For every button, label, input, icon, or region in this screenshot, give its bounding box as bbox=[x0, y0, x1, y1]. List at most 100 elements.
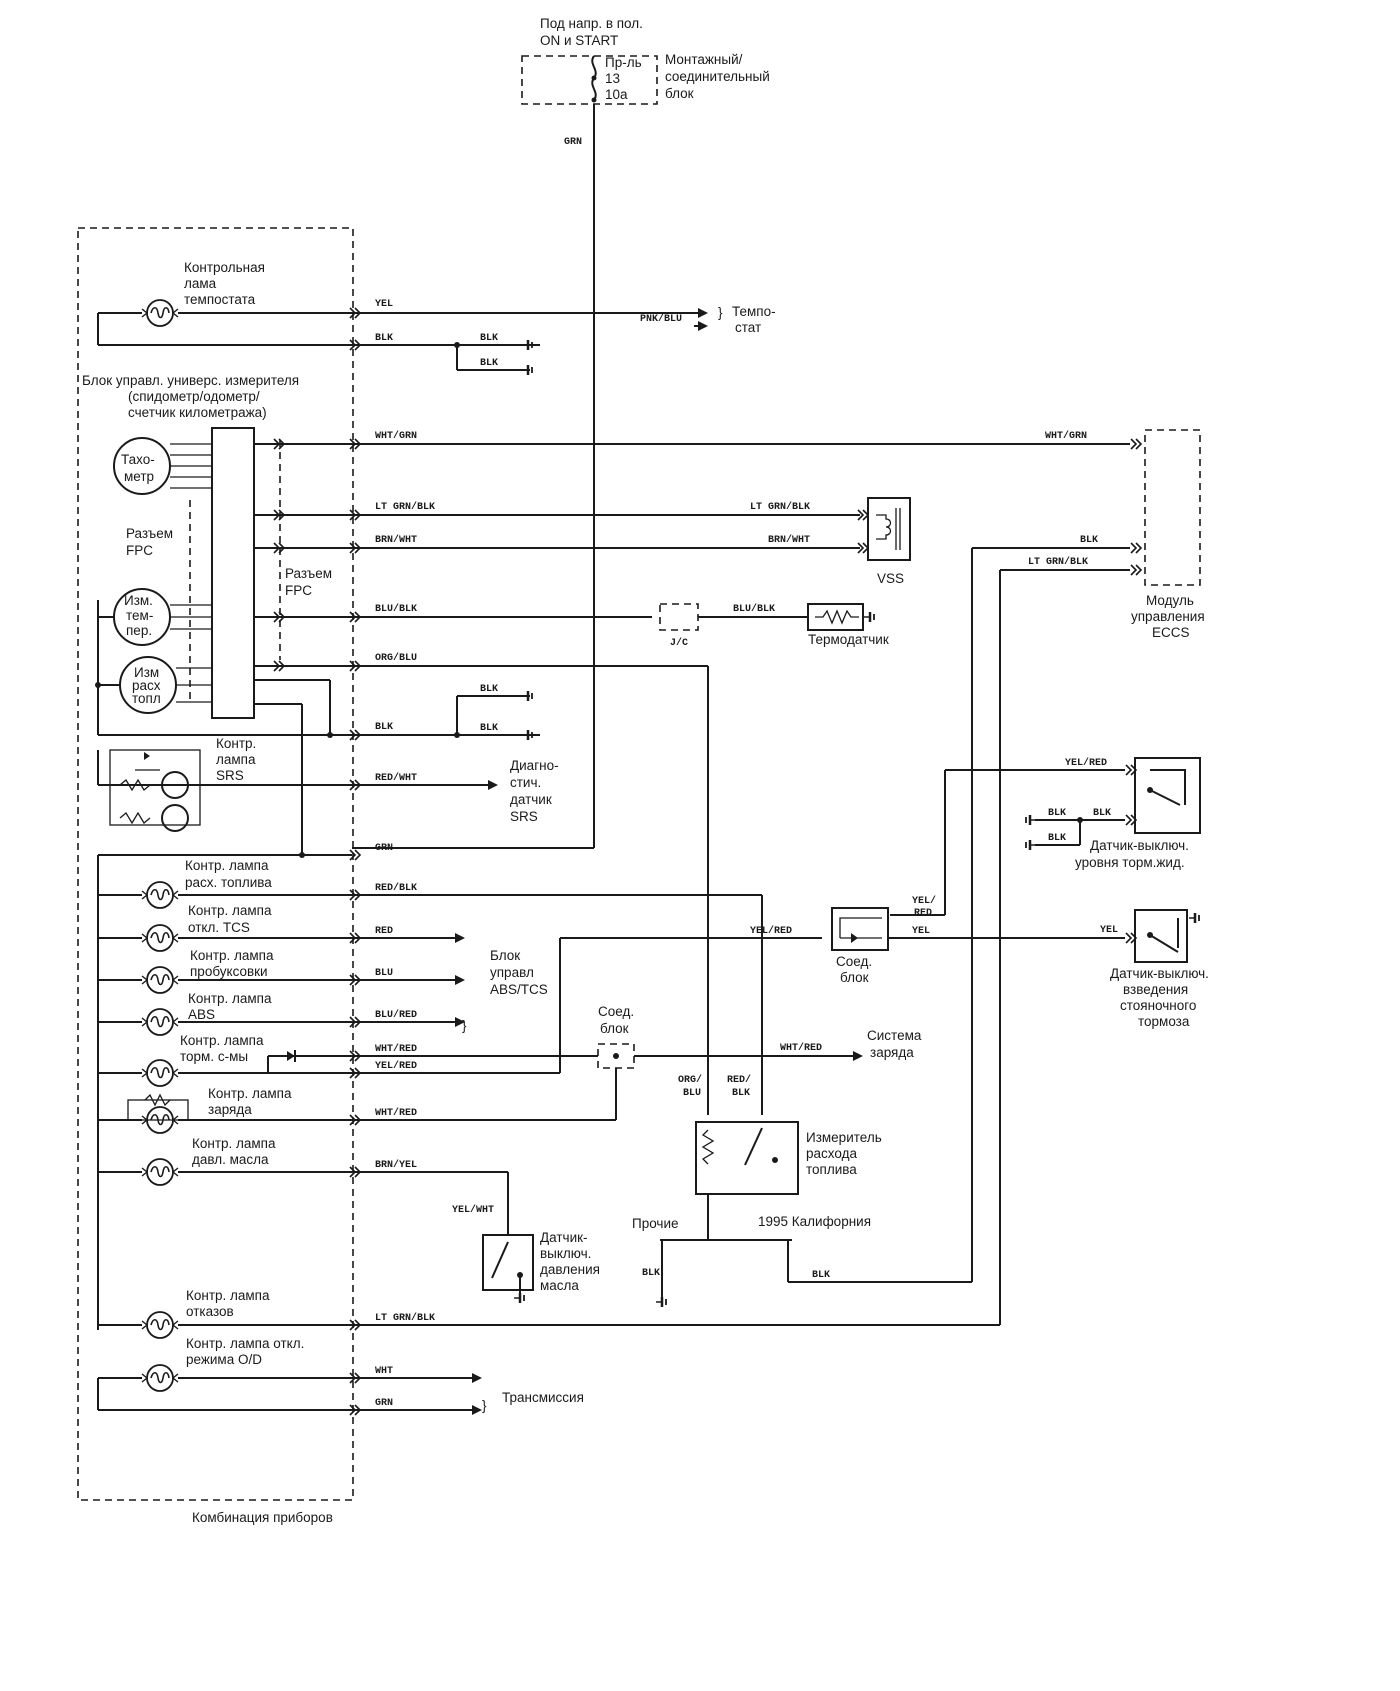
svg-text:Контр. лампа: Контр. лампа bbox=[180, 1033, 264, 1048]
svg-text:Система: Система bbox=[867, 1028, 922, 1043]
svg-text:Прочие: Прочие bbox=[632, 1216, 679, 1231]
svg-text:BLK: BLK bbox=[480, 333, 498, 344]
svg-text:Контр.: Контр. bbox=[216, 736, 256, 751]
fuel-consumption-meter: ORG/ BLU RED/ BLK Измеритель расхода топ… bbox=[678, 1074, 882, 1195]
svg-text:Тахо-: Тахо- bbox=[121, 452, 155, 467]
svg-text:1995 Калифорния: 1995 Калифорния bbox=[758, 1214, 871, 1229]
svg-text:лампа: лампа bbox=[216, 752, 256, 767]
svg-text:Модуль: Модуль bbox=[1146, 593, 1194, 608]
svg-text:BRN/WHT: BRN/WHT bbox=[768, 534, 810, 546]
svg-text:WHT/RED: WHT/RED bbox=[780, 1042, 822, 1054]
svg-text:SRS: SRS bbox=[216, 768, 244, 783]
svg-text:Трансмиссия: Трансмиссия bbox=[502, 1390, 584, 1405]
svg-text:BLK: BLK bbox=[375, 722, 393, 733]
power-supply: Под напр. в пол. ON и START Пр-ль 13 10a… bbox=[521, 16, 770, 148]
svg-text:блок: блок bbox=[600, 1021, 629, 1036]
failure-lamp: Контр. лампа отказов bbox=[141, 1288, 270, 1339]
parking-brake-switch: Датчик-выключ. взведения стояночного тор… bbox=[1110, 909, 1209, 1029]
svg-text:Контр. лампа откл.: Контр. лампа откл. bbox=[186, 1336, 304, 1351]
universal-meter-block: Блок управл. универс. измерителя (спидом… bbox=[82, 373, 299, 719]
svg-text:ECCS: ECCS bbox=[1152, 625, 1190, 640]
svg-text:откл. TCS: откл. TCS bbox=[188, 920, 250, 935]
thermo-lamp: Контрольная лама темпостата bbox=[141, 260, 265, 327]
svg-text:BLK: BLK bbox=[480, 684, 498, 695]
svg-text:YEL/: YEL/ bbox=[912, 895, 936, 907]
svg-text:Блок: Блок bbox=[490, 948, 520, 963]
instrument-cluster bbox=[77, 227, 354, 1501]
svg-text:пер.: пер. bbox=[126, 623, 152, 638]
svg-text:WHT/GRN: WHT/GRN bbox=[375, 430, 417, 442]
svg-text:пробуксовки: пробуксовки bbox=[190, 964, 268, 979]
svg-text:BLK: BLK bbox=[812, 1270, 830, 1281]
vss-sensor: VSS bbox=[867, 497, 911, 586]
svg-text:Разъем: Разъем bbox=[285, 566, 332, 581]
joint-block-2: Соед. блок bbox=[597, 1004, 635, 1069]
fuel-gauge: Изм расх топл bbox=[119, 656, 177, 714]
svg-text:Изм: Изм bbox=[134, 665, 159, 680]
svg-text:Датчик-: Датчик- bbox=[540, 1230, 588, 1245]
svg-text:Контр. лампа: Контр. лампа bbox=[208, 1086, 292, 1101]
svg-text:заряда: заряда bbox=[870, 1045, 914, 1060]
svg-text:FPC: FPC bbox=[285, 583, 312, 598]
cluster-title: Комбинация приборов bbox=[192, 1510, 333, 1525]
svg-text:Контр. лампа: Контр. лампа bbox=[188, 903, 272, 918]
svg-text:управл: управл bbox=[490, 965, 534, 980]
svg-text:GRN: GRN bbox=[375, 843, 393, 854]
svg-text:заряда: заряда bbox=[208, 1102, 252, 1117]
svg-text:}: } bbox=[718, 305, 723, 320]
svg-text:WHT/GRN: WHT/GRN bbox=[1045, 430, 1087, 442]
svg-text:Диагно-: Диагно- bbox=[510, 758, 559, 773]
svg-text:(спидометр/одометр/: (спидометр/одометр/ bbox=[128, 389, 260, 404]
svg-text:BLU: BLU bbox=[683, 1088, 701, 1099]
svg-text:YEL: YEL bbox=[375, 299, 393, 310]
svg-text:Блок управл. универс. измерите: Блок управл. универс. измерителя bbox=[82, 373, 299, 388]
svg-text:13: 13 bbox=[605, 71, 620, 86]
svg-text:торм. с-мы: торм. с-мы bbox=[180, 1049, 248, 1064]
svg-text:расхода: расхода bbox=[806, 1146, 857, 1161]
svg-text:RED/BLK: RED/BLK bbox=[375, 882, 417, 894]
svg-text:Датчик-выключ.: Датчик-выключ. bbox=[1090, 838, 1189, 853]
svg-text:BLU/BLK: BLU/BLK bbox=[375, 603, 417, 615]
tachometer: Тахо- метр bbox=[113, 437, 171, 495]
abs-lamp: Контр. лампа ABS bbox=[141, 991, 272, 1036]
svg-text:10a: 10a bbox=[605, 87, 628, 102]
svg-text:LT GRN/BLK: LT GRN/BLK bbox=[750, 501, 810, 513]
svg-text:YEL/RED: YEL/RED bbox=[750, 925, 792, 937]
oil-pressure-switch: Датчик- выключ. давления масла bbox=[482, 1230, 600, 1305]
svg-text:Контрольная: Контрольная bbox=[184, 260, 265, 275]
svg-text:ORG/BLU: ORG/BLU bbox=[375, 652, 417, 664]
svg-text:стич.: стич. bbox=[510, 775, 541, 790]
svg-text:Термодатчик: Термодатчик bbox=[808, 632, 889, 647]
svg-text:J/C: J/C bbox=[670, 637, 688, 649]
svg-text:}: } bbox=[482, 1398, 487, 1413]
svg-text:BLK: BLK bbox=[1080, 535, 1098, 546]
brake-fluid-switch: Датчик-выключ. уровня торм.жид. bbox=[1075, 757, 1201, 870]
svg-text:стат: стат bbox=[735, 320, 761, 335]
eccs-module: Модуль управления ECCS bbox=[1131, 429, 1205, 640]
svg-text:BLK: BLK bbox=[480, 358, 498, 369]
svg-text:расх: расх bbox=[132, 678, 161, 693]
svg-text:блок: блок bbox=[665, 86, 694, 101]
svg-text:соединительный: соединительный bbox=[665, 69, 770, 84]
svg-text:SRS: SRS bbox=[510, 809, 538, 824]
svg-text:лама: лама bbox=[184, 276, 217, 291]
svg-text:топлива: топлива bbox=[806, 1162, 857, 1177]
svg-text:BRN/YEL: BRN/YEL bbox=[375, 1159, 417, 1171]
svg-text:датчик: датчик bbox=[510, 792, 552, 807]
svg-text:Соед.: Соед. bbox=[836, 954, 872, 969]
svg-text:масла: масла bbox=[540, 1278, 579, 1293]
svg-text:WHT/RED: WHT/RED bbox=[375, 1043, 417, 1055]
svg-text:Изм.: Изм. bbox=[124, 593, 153, 608]
svg-text:GRN: GRN bbox=[564, 137, 582, 148]
svg-text:метр: метр bbox=[124, 469, 154, 484]
svg-text:ORG/: ORG/ bbox=[678, 1074, 702, 1086]
thermo-sensor: Термодатчик bbox=[807, 603, 889, 647]
temperature-gauge: Изм. тем- пер. bbox=[113, 588, 171, 646]
svg-text:YEL/RED: YEL/RED bbox=[375, 1060, 417, 1072]
svg-text:Пр-ль: Пр-ль bbox=[605, 55, 642, 70]
svg-text:BLK: BLK bbox=[480, 723, 498, 734]
svg-text:YEL/RED: YEL/RED bbox=[1065, 757, 1107, 769]
junction-connector: J/C bbox=[659, 603, 699, 649]
svg-text:стояночного: стояночного bbox=[1120, 998, 1196, 1013]
